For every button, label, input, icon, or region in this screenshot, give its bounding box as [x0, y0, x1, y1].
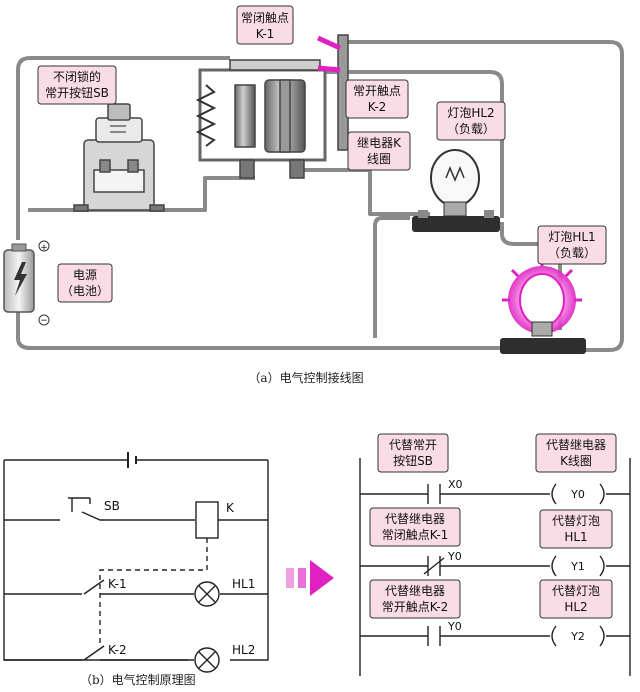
battery-minus: − — [40, 316, 48, 326]
ladder-y0-no: Y0 — [447, 620, 462, 633]
callout-c2: 代替继电器 常闭触点K-1 — [369, 507, 461, 547]
callout-c2-line2: 常闭触点K-1 — [382, 528, 449, 542]
callout-nc-contact-line1: 常闭触点 — [241, 11, 289, 25]
callout-battery-line1: 电源 — [73, 268, 97, 282]
schematic-labels: SB K K-1 HL1 K-2 HL2 （b）电气控制原理图 — [80, 499, 255, 687]
callout-o2-line2: HL1 — [564, 530, 587, 544]
callout-battery-line2: （电池） — [61, 284, 109, 298]
schematic-k-label: K — [226, 501, 235, 515]
callout-nc-contact-line2: K-1 — [256, 27, 275, 41]
conversion-arrow — [286, 560, 334, 596]
callout-coil-line2: 线圈 — [367, 152, 391, 166]
relay-device — [195, 34, 349, 179]
callout-o2-line1: 代替灯泡 — [552, 514, 600, 528]
callout-c3-line2: 常开触点K-2 — [382, 600, 449, 614]
callout-lamp1-line2: （负载） — [548, 246, 596, 260]
callout-no-contact-line1: 常开触点 — [353, 84, 401, 98]
callout-button: 不闭锁的 常开按钮SB — [37, 65, 117, 105]
callout-o3-line1: 代替灯泡 — [552, 584, 600, 598]
callout-c3: 代替继电器 常开触点K-2 — [369, 579, 461, 619]
ladder-y0-nc: Y0 — [447, 550, 462, 563]
battery: + − — [3, 240, 50, 326]
callout-c2-line1: 代替继电器 — [385, 512, 445, 526]
lamp-hl2 — [412, 149, 500, 232]
callout-lamp1-line1: 灯泡HL1 — [548, 230, 595, 244]
callout-lamp2-line1: 灯泡HL2 — [447, 106, 494, 120]
callout-battery: 电源 （电池） — [57, 263, 113, 303]
schematic-sb-label: SB — [104, 499, 120, 513]
battery-plus: + — [40, 243, 48, 253]
callout-c1-line2: 按钮SB — [393, 453, 433, 468]
callout-c1-line1: 代替常开 — [389, 438, 437, 452]
ladder-x0: X0 — [448, 478, 463, 491]
push-button-device — [73, 103, 165, 212]
schematic-k1-label: K-1 — [108, 577, 127, 591]
callout-lamp2-line2: （负载） — [447, 122, 495, 136]
callout-o3: 代替灯泡 HL2 — [539, 579, 613, 619]
callout-o1-line2: K线圈 — [560, 454, 592, 468]
callout-coil-line1: 继电器K — [357, 136, 402, 150]
callout-c3-line1: 代替继电器 — [385, 584, 445, 598]
ladder-callouts: 代替常开 按钮SB 代替继电器 常闭触点K-1 代替继电器 常开触点K-2 代替… — [369, 433, 617, 619]
schematic-k2-label: K-2 — [108, 643, 127, 657]
caption-b: （b）电气控制原理图 — [80, 672, 196, 687]
schematic-diagram — [3, 452, 269, 673]
callout-no-contact: 常开触点 K-2 — [345, 79, 409, 119]
ladder-diagram — [359, 458, 631, 676]
callout-o1-line1: 代替继电器 — [546, 438, 606, 452]
ladder-out-y2: Y2 — [570, 630, 585, 643]
ladder-out-y0: Y0 — [570, 488, 585, 501]
callout-button-line1: 不闭锁的 — [53, 69, 101, 84]
callout-o1: 代替继电器 K线圈 — [535, 433, 617, 473]
ladder-out-y1: Y1 — [570, 560, 585, 573]
schematic-hl2-label: HL2 — [232, 643, 255, 657]
callout-no-contact-line2: K-2 — [368, 100, 387, 114]
callout-lamp1: 灯泡HL1 （负载） — [537, 225, 607, 265]
schematic-hl1-label: HL1 — [232, 577, 255, 591]
callout-o2: 代替灯泡 HL1 — [539, 509, 613, 549]
callout-coil: 继电器K 线圈 — [347, 131, 411, 171]
callout-c1: 代替常开 按钮SB — [377, 433, 449, 473]
caption-a: （a）电气控制接线图 — [248, 370, 363, 385]
wire-loops — [16, 40, 624, 352]
lamp-hl1 — [500, 258, 586, 354]
wiring-diagram: + − — [3, 5, 624, 385]
callout-nc-contact: 常闭触点 K-1 — [236, 5, 294, 45]
callout-button-line2: 常开按钮SB — [45, 85, 109, 100]
callout-o3-line2: HL2 — [564, 600, 587, 614]
ladder-labels: X0 Y0 Y0 Y0 Y1 Y2 — [447, 478, 585, 643]
callout-lamp2: 灯泡HL2 （负载） — [436, 101, 506, 141]
